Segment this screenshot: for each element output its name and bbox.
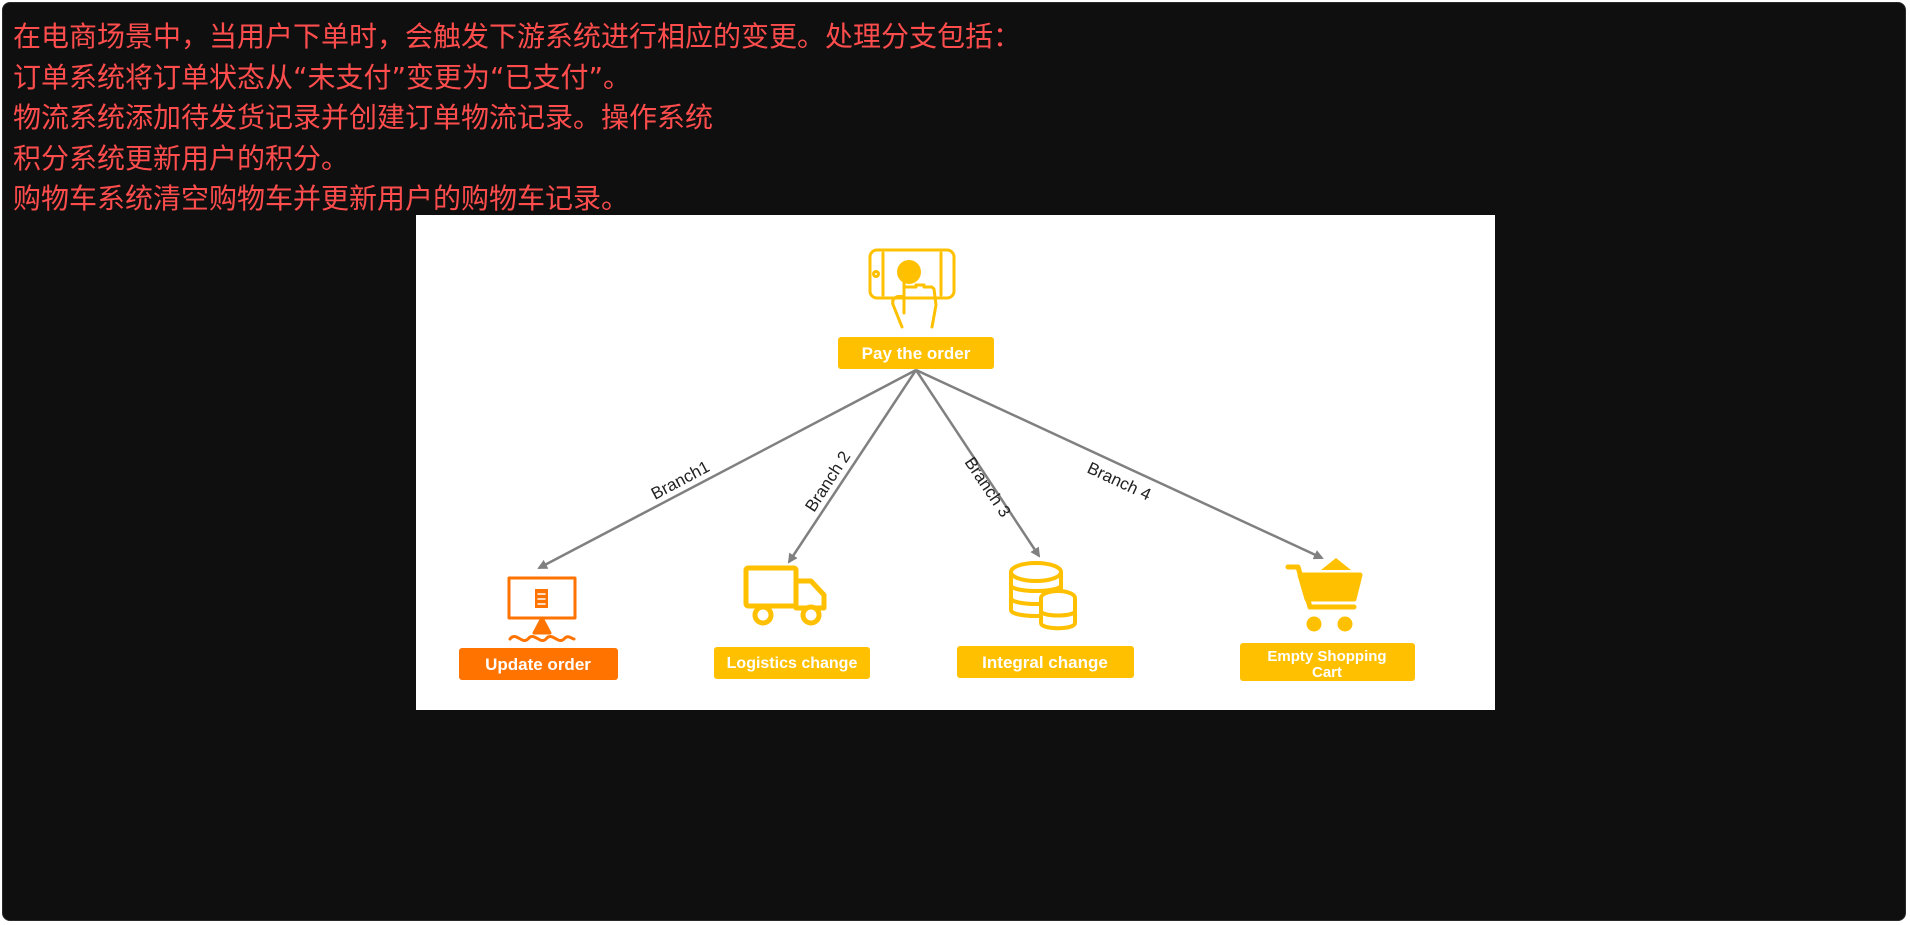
branch-arrows [537, 368, 1324, 570]
monitor-order-icon [507, 576, 577, 642]
truck-icon [743, 565, 827, 626]
intro-line: 物流系统添加待发货记录并创建订单物流记录。操作系统 [13, 101, 714, 134]
pay-the-order-node: Pay the order [838, 337, 994, 369]
intro-line: 购物车系统清空购物车并更新用户的购物车记录。 [13, 182, 630, 215]
pay-the-order-label: Pay the order [862, 344, 971, 363]
empty-shopping-cart-node: Empty Shopping Cart [1240, 643, 1415, 681]
intro-line: 在电商场景中，当用户下单时，会触发下游系统进行相应的变更。处理分支包括： [13, 20, 1022, 53]
empty-shopping-cart-label-line1: Empty Shopping [1267, 648, 1386, 665]
logistics-change-label: Logistics change [727, 655, 858, 672]
update-order-label: Update order [485, 655, 591, 674]
intro-line: 订单系统将订单状态从“未支付”变更为“已支付”。 [13, 60, 632, 94]
logistics-change-node: Logistics change [714, 647, 870, 679]
branch3-arrow [914, 369, 1041, 558]
tablet-tap-icon [868, 248, 956, 329]
shopping-cart-icon [1285, 558, 1363, 632]
branch1-arrow [537, 368, 917, 570]
branch1-label: Branch1 [648, 457, 713, 504]
intro-line: 积分系统更新用户的积分。 [13, 141, 350, 175]
integral-change-label: Integral change [982, 653, 1108, 672]
branch-diagram: Pay the order Branch1 Branch 2 Branch 3 … [459, 248, 1415, 681]
empty-shopping-cart-label-line2: Cart [1312, 664, 1342, 681]
branch4-arrow [915, 368, 1324, 560]
coin-stack-icon [1009, 561, 1077, 631]
integral-change-node: Integral change [957, 646, 1134, 678]
branch-diagram-figure: Pay the order Branch1 Branch 2 Branch 3 … [416, 215, 1495, 710]
branch3-label: Branch 3 [961, 454, 1015, 521]
update-order-node: Update order [459, 648, 618, 680]
intro-text: 在电商场景中，当用户下单时，会触发下游系统进行相应的变更。处理分支包括： 订单系… [13, 17, 1021, 220]
branch2-arrow [787, 369, 918, 564]
